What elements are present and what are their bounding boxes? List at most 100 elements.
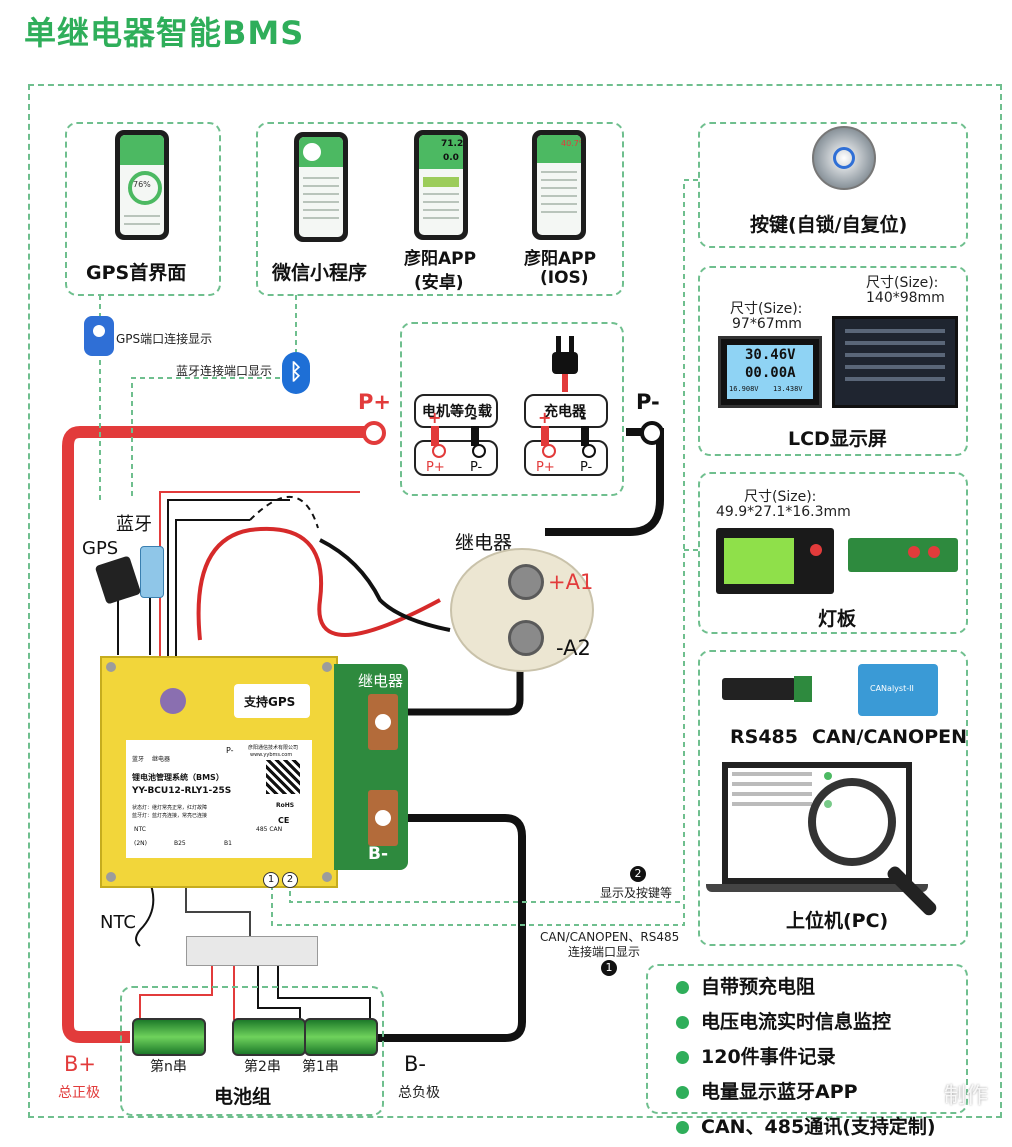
charger-p-plus: P+ [536,460,555,475]
feature-item: CAN、485通讯(支持定制) [676,1112,936,1139]
lamp-size-label: 尺寸(Size): [744,489,817,505]
ntc-label: NTC [100,912,136,933]
lcd-extra2: 13.438V [773,385,803,393]
feature-bullet-icon [676,1086,689,1099]
pc-label: 上位机(PC) [786,910,889,932]
motor-terminal-card: P+ P- [414,440,498,476]
port-1-marker: 1 [263,872,279,888]
bms-status2: 蓝牙灯：蓝灯亮连接，常亮已连接 [132,813,208,819]
dash-right [271,179,698,926]
feature-bullet-icon [676,1051,689,1064]
dash-2 [289,882,684,903]
relay-a2-label: -A2 [556,636,591,660]
bms-ntc: NTC [134,826,146,833]
gps-home-label: GPS首界面 [86,262,187,284]
charger-label: 充电器 [544,404,586,420]
ios-phone-image: 40.7% [532,130,586,240]
watermark: 制作 [944,1084,989,1109]
android-phone-image: 71.22 0.0 [414,130,468,240]
charger-terminal-card: P+ P- [524,440,608,476]
dash-bt-h [131,377,280,500]
cell-n-label: 第n串 [150,1059,187,1075]
positive-wire [62,426,372,1043]
can-device-label: CANalyst-II [870,684,914,693]
lcd-size-a: 97*67mm [732,316,802,332]
b-minus-sub: 总负极 [398,1085,440,1101]
can-label: CAN/CANOPEN [812,726,967,748]
plug-prong-l [556,336,561,352]
display-port-marker: 2 [630,866,646,882]
lcd-large-screen [832,316,958,408]
lamp-display [716,528,834,594]
p-minus-terminal [640,421,664,445]
lamp-label: 灯板 [818,608,857,630]
phone-value1: 71.22 [441,139,463,149]
ios-label-1: 彦阳APP [524,249,597,269]
bms-b25: B25 [174,840,186,847]
lcd-size-b-label: 尺寸(Size): [866,275,939,291]
relay-label: 继电器 [455,532,513,554]
cell-1-label: 第1串 [302,1059,339,1075]
bms-b1: B1 [224,840,232,847]
wechat-label: 微信小程序 [272,262,368,284]
harness-black [277,965,371,1020]
bt-port-label: 蓝牙连接端口显示 [176,364,273,378]
feature-text: 电量显示蓝牙APP [701,1081,858,1103]
bms-rohs: RoHS [276,802,295,809]
motor-p-minus: P- [470,460,483,475]
can-port-label-2: 连接端口显示 [568,945,641,959]
bms-gps-sticker: 支持GPS [234,684,310,718]
can-analyzer: CANalyst-II [858,664,938,716]
plug-body [552,352,578,374]
bms-pin-n: (2N) [134,840,147,847]
bms-name: 锂电池管理系统（BMS） [132,773,224,782]
lcd-size-b: 140*98mm [866,290,945,306]
button-box [698,122,968,248]
battery-group-label: 电池组 [214,1086,272,1108]
wiring-diagram [62,179,698,1043]
motor-p-plus: P+ [426,460,445,475]
gps-app-box [65,122,221,296]
relay-body [450,548,594,672]
bms-relay-tab-label: 继电器 [358,672,404,690]
bms-lead-red [159,491,360,660]
b-plus-sub: 总正极 [58,1085,100,1101]
features-list: 自带预充电阻 电压电流实时信息监控 120件事件记录 电量显示蓝牙APP CAN… [676,972,936,1147]
phone-value3: 40.7% [561,139,581,148]
charger-p-minus: P- [580,460,593,475]
feature-item: 电量显示蓝牙APP [676,1077,936,1104]
feature-bullet-icon [676,1121,689,1134]
laptop-base [706,884,928,892]
display-port-num: 2 [634,867,642,880]
bms-label-p: P- [226,746,234,755]
rs485-dongle [722,676,812,702]
magnifier-icon [808,778,896,866]
feature-text: 自带预充电阻 [701,976,816,998]
harness-red1 [139,965,213,1020]
android-label-1: 彦阳APP [404,249,477,269]
plug-cord [562,374,568,392]
gps-port-label: GPS端口连接显示 [116,332,213,346]
android-label-2: (安卓) [414,273,464,293]
bms-lead-black1 [167,499,290,660]
can-port-marker: 1 [601,960,617,976]
push-button-image [812,126,876,190]
harness-lead [185,882,251,936]
p-plus-terminal [362,421,386,445]
bms-board: 支持GPS 蓝牙 继电器 P- 彦阳通信技术有限公司 www.yybms.com… [100,656,338,888]
dashed-control [249,495,319,529]
motor-minus: - [470,408,477,427]
wechat-phone-image [294,132,348,242]
lcd-extra1: 16.908V [729,385,759,393]
b-minus-label: B- [404,1052,426,1076]
gps-module-label: GPS [82,538,119,559]
battery-cell-1 [304,1018,378,1056]
port-2-marker: 2 [282,872,298,888]
features-box [646,964,968,1114]
lamp-size: 49.9*27.1*16.3mm [716,504,851,520]
page-title: 单继电器智能BMS [24,14,305,52]
display-port-label: 显示及按键等 [600,886,673,900]
bluetooth-module-label: 蓝牙 [116,514,152,535]
bms-lead-black2 [175,519,250,660]
negative-wire-b [370,814,526,1042]
